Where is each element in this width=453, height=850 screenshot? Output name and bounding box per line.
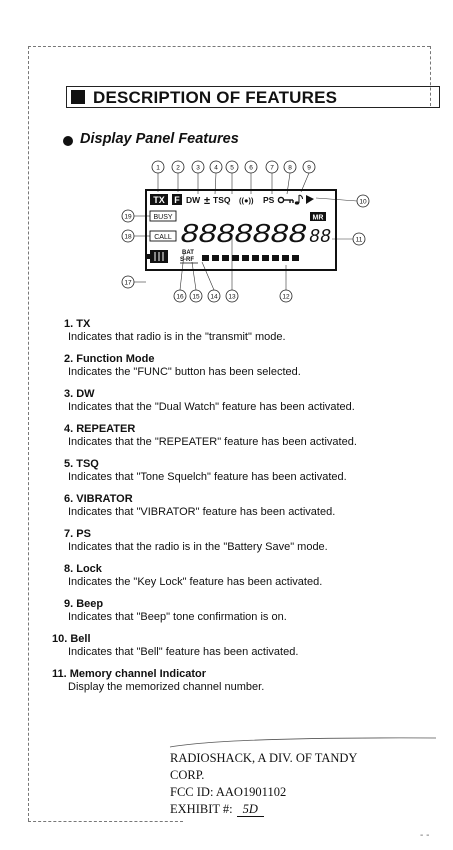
callout-6-text: 6 [249, 165, 253, 172]
battery-icon [147, 250, 168, 263]
feature-title: 2. Function Mode [64, 353, 155, 365]
mr-indicator [310, 212, 326, 221]
feature-11: 11. Memory channel Indicator Display the… [52, 668, 444, 694]
busy-box [149, 210, 177, 222]
title-square-icon [71, 90, 85, 104]
stamp-line-exhibit: EXHIBIT #:5D [170, 801, 357, 818]
feature-desc: Indicates that radio is in the "transmit… [68, 331, 286, 343]
feature-title: 10. Bell [52, 633, 91, 645]
page-border-right [430, 46, 431, 106]
callout-1-text: 1 [156, 165, 160, 172]
ps-label: PS [263, 195, 275, 205]
bullet-icon [63, 136, 73, 146]
exhibit-label: EXHIBIT #: [170, 802, 233, 816]
fcc-stamp: RADIOSHACK, A DIV. OF TANDY CORP. FCC ID… [170, 750, 357, 818]
stamp-line-company: RADIOSHACK, A DIV. OF TANDY [170, 751, 358, 765]
subsection-title: Display Panel Features [80, 131, 239, 147]
feature-title: 5. TSQ [64, 458, 99, 470]
feature-list: 1. TX Indicates that radio is in the "tr… [52, 318, 444, 694]
feature-title: 1. TX [64, 318, 91, 330]
page-border-left [28, 46, 29, 821]
tx-indicator [150, 194, 168, 205]
feature-3: 3. DW Indicates that the "Dual Watch" fe… [64, 388, 444, 414]
feature-title: 7. PS [64, 528, 91, 540]
beep-icon [294, 194, 303, 205]
callout-10-text: 10 [359, 199, 367, 206]
callout-16-text: 16 [176, 294, 184, 301]
section-title: DESCRIPTION OF FEATURES [93, 88, 338, 107]
feature-desc: Indicates the "Key Lock" feature has bee… [68, 576, 323, 588]
feature-desc: Indicates that the "Dual Watch" feature … [68, 401, 355, 413]
corner-mark: - - [420, 830, 430, 841]
feature-5: 5. TSQ Indicates that "Tone Squelch" fea… [64, 458, 444, 484]
srf-label: S-RF [180, 257, 194, 263]
feature-desc: Indicates that "Bell" feature has been a… [68, 646, 299, 658]
callout-group [121, 160, 370, 303]
call-label: CALL [154, 234, 172, 241]
lcd-frame [145, 189, 337, 271]
section-title-box: DESCRIPTION OF FEATURES [66, 86, 440, 108]
page-border-top [28, 46, 430, 47]
func-indicator [172, 194, 182, 205]
feature-title: 3. DW [64, 388, 95, 400]
callout-5-text: 5 [230, 165, 234, 172]
feature-2: 2. Function Mode Indicates the "FUNC" bu… [64, 353, 444, 379]
repeater-label: ± [204, 195, 210, 207]
stamp-line-fcc-id: FCC ID: AAO1901102 [170, 785, 287, 799]
bat-label: BAT [182, 250, 194, 256]
dw-label: DW [186, 195, 201, 205]
callout-13-text: 13 [228, 294, 236, 301]
exhibit-value: 5D [236, 802, 264, 817]
feature-title: 6. VIBRATOR [64, 493, 133, 505]
feature-title: 9. Beep [64, 598, 104, 610]
callout-14-text: 14 [210, 294, 218, 301]
tx-label: TX [153, 195, 165, 205]
feature-desc: Indicates that the "REPEATER" feature ha… [68, 436, 357, 448]
feature-desc: Indicates that the radio is in the "Batt… [68, 541, 328, 553]
callout-19-text: 19 [124, 214, 132, 221]
feature-9: 9. Beep Indicates that "Beep" tone confi… [64, 598, 444, 624]
feature-desc: Indicates that "Beep" tone confirmation … [68, 611, 287, 623]
bell-icon [306, 195, 314, 204]
main-digits: 8888888 [180, 221, 307, 251]
callout-2-text: 2 [176, 165, 180, 172]
tsq-label: TSQ [213, 195, 231, 205]
busy-label: BUSY [153, 214, 172, 221]
feature-desc: Indicates that "Tone Squelch" feature ha… [68, 471, 347, 483]
callout-3-text: 3 [196, 165, 200, 172]
feature-4: 4. REPEATER Indicates that the "REPEATER… [64, 423, 444, 449]
func-label: F [174, 195, 180, 205]
callout-12-text: 12 [282, 294, 290, 301]
feature-6: 6. VIBRATOR Indicates that "VIBRATOR" fe… [64, 493, 444, 519]
srf-meter-segments [202, 255, 299, 261]
callout-9-text: 9 [307, 165, 311, 172]
vibrator-label: ((●)) [239, 196, 254, 205]
feature-10: 10. Bell Indicates that "Bell" feature h… [52, 633, 444, 659]
feature-desc: Indicates that "VIBRATOR" feature has be… [68, 506, 336, 518]
key-lock-icon [277, 196, 294, 204]
memory-digits: 88 [309, 226, 331, 248]
feature-title: 11. Memory channel Indicator [52, 668, 207, 680]
callout-8-text: 8 [288, 165, 292, 172]
feature-title: 8. Lock [64, 563, 102, 575]
stamp-divider [169, 737, 437, 748]
feature-7: 7. PS Indicates that the radio is in the… [64, 528, 444, 554]
page-border-bottom [28, 821, 183, 822]
callout-4-text: 4 [214, 165, 218, 172]
feature-title: 4. REPEATER [64, 423, 136, 435]
feature-8: 8. Lock Indicates the "Key Lock" feature… [64, 563, 444, 589]
lcd-diagram: 1 2 3 4 5 6 7 8 9 10 11 12 13 14 15 16 1… [120, 150, 380, 310]
callout-11-text: 11 [356, 237, 363, 244]
feature-desc: Indicates the "FUNC" button has been sel… [68, 366, 301, 378]
call-box [149, 230, 177, 242]
callout-15-text: 15 [192, 294, 200, 301]
mr-label: MR [313, 215, 324, 222]
stamp-line-corp: CORP. [170, 768, 205, 782]
callout-17-text: 17 [124, 280, 132, 287]
callout-7-text: 7 [270, 165, 274, 172]
feature-1: 1. TX Indicates that radio is in the "tr… [64, 318, 444, 344]
callout-18-text: 18 [124, 234, 132, 241]
feature-desc: Display the memorized channel number. [68, 681, 265, 693]
